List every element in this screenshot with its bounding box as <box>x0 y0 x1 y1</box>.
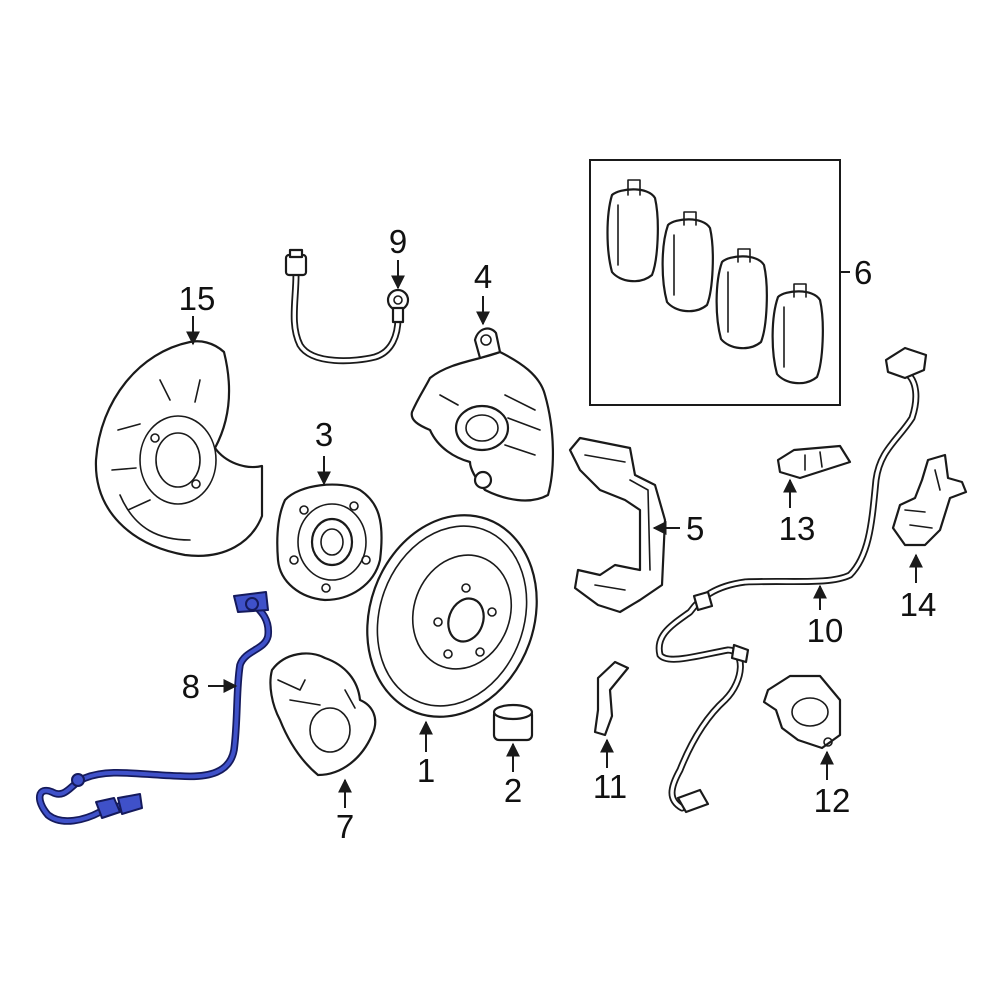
pad-1 <box>606 179 659 283</box>
part-5-caliper-bracket[interactable] <box>568 436 667 614</box>
pad-3 <box>715 248 768 350</box>
callout-2: 2 <box>504 772 522 809</box>
part-2-hub-cap[interactable] <box>492 703 534 742</box>
part-9-brake-hose[interactable] <box>284 248 410 365</box>
callout-1: 1 <box>417 752 435 789</box>
callout-3: 3 <box>315 416 333 453</box>
part-6-brake-pad-kit[interactable] <box>589 159 841 406</box>
callout-9: 9 <box>389 223 407 260</box>
callout-4: 4 <box>474 258 492 295</box>
part-10-abs-sensor[interactable] <box>655 346 928 814</box>
part-15-dust-shield[interactable] <box>94 340 264 557</box>
callout-10: 10 <box>807 612 844 649</box>
callout-5: 5 <box>686 510 704 547</box>
part-8-wear-sensor[interactable] <box>36 591 273 825</box>
part-11-sensor-bracket[interactable] <box>593 660 630 737</box>
pad-4 <box>771 283 824 385</box>
callout-13: 13 <box>779 510 816 547</box>
leader-lines <box>186 260 923 808</box>
callout-labels: 1 2 3 4 5 6 7 8 9 10 11 12 13 14 15 <box>179 223 937 845</box>
callout-7: 7 <box>336 808 354 845</box>
part-12-sensor-cover[interactable] <box>762 674 842 750</box>
part-14-sensor-holder[interactable] <box>891 453 968 547</box>
part-4-caliper[interactable] <box>410 327 555 502</box>
callout-15: 15 <box>179 280 216 317</box>
callout-14: 14 <box>900 586 937 623</box>
part-3-wheel-hub[interactable] <box>276 483 383 602</box>
part-7-caliper-housing[interactable] <box>269 652 377 777</box>
part-13-bracket[interactable] <box>776 444 852 480</box>
part-1-brake-rotor[interactable] <box>340 491 565 741</box>
pad-2 <box>661 211 714 313</box>
callout-11: 11 <box>593 768 627 805</box>
callout-12: 12 <box>814 782 851 819</box>
callout-8: 8 <box>182 668 200 705</box>
callout-6: 6 <box>854 254 872 291</box>
